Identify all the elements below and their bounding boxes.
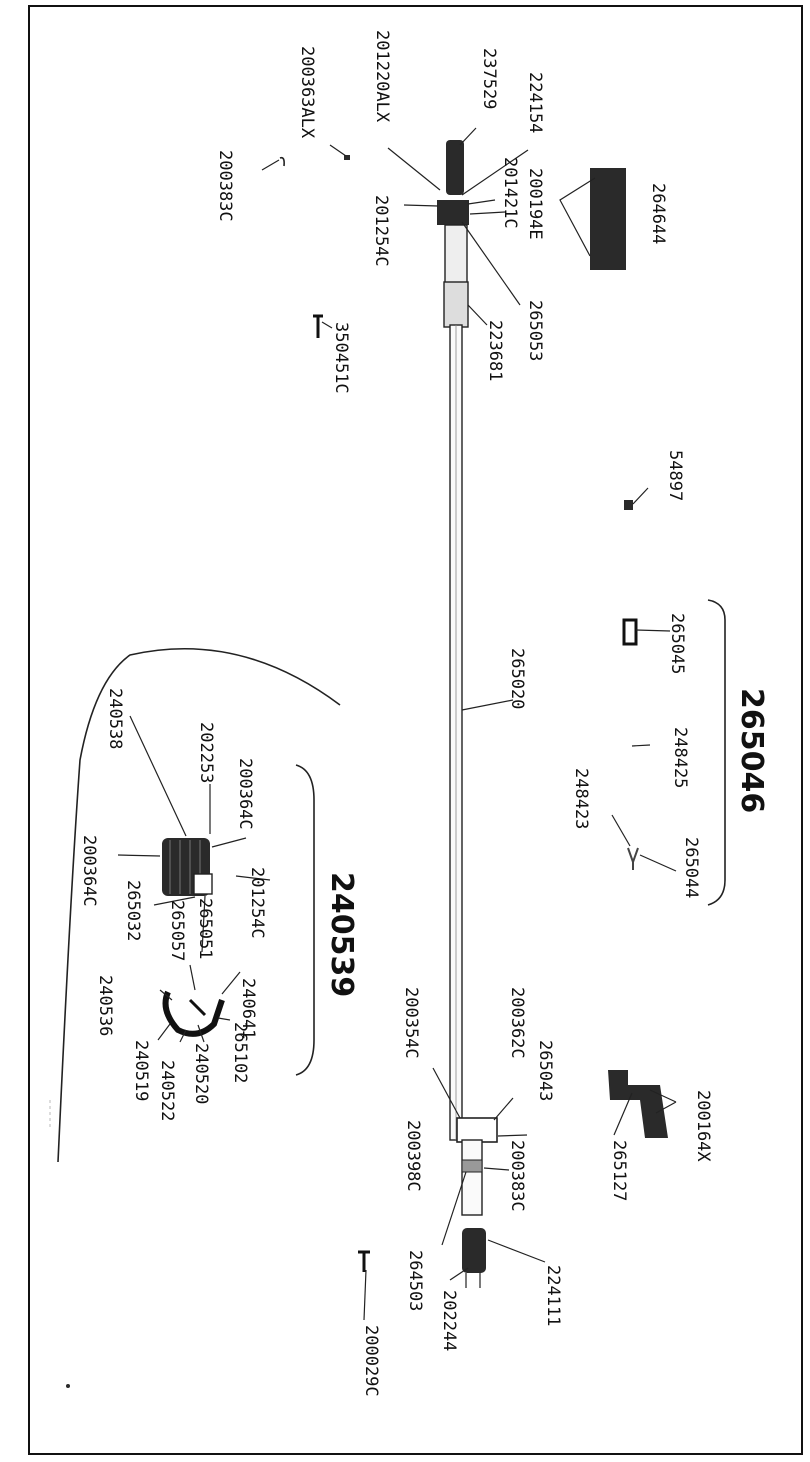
bracket-240539: [295, 764, 315, 1076]
label-264503: 264503: [405, 1250, 425, 1311]
label-200029C: 200029C: [361, 1325, 381, 1397]
label-224154: 224154: [525, 72, 545, 133]
label-201254C-b: 201254C: [247, 867, 267, 939]
label-240522: 240522: [157, 1060, 177, 1121]
speck: [66, 1384, 70, 1388]
label-223681: 223681: [485, 320, 505, 381]
label-202244: 202244: [439, 1290, 459, 1351]
label-265051: 265051: [195, 898, 215, 959]
bracket-264644: [559, 177, 596, 257]
label-248423: 248423: [571, 768, 591, 829]
label-265043: 265043: [535, 1040, 555, 1101]
label-264644: 264644: [648, 183, 668, 244]
assembly-240539-label: 240539: [324, 872, 359, 997]
label-200364C-b: 200364C: [79, 835, 99, 907]
label-265032: 265032: [123, 880, 143, 941]
leader-lines: [117, 127, 677, 1321]
bracket-200164X: [649, 1089, 677, 1114]
part-200029C: [358, 1250, 370, 1272]
label-200362C: 200362C: [507, 987, 527, 1059]
part-265044: [627, 847, 639, 870]
label-200363ALX: 200363ALX: [297, 46, 317, 139]
part-200363ALX: [344, 155, 350, 160]
main-rod: [437, 140, 498, 1288]
label-265127: 265127: [609, 1140, 629, 1201]
label-265053: 265053: [525, 300, 545, 361]
label-248425: 248425: [670, 727, 690, 788]
label-240538: 240538: [105, 688, 125, 749]
label-54897: 54897: [665, 450, 685, 501]
label-200398C: 200398C: [403, 1120, 423, 1192]
group-boundary-curve: [57, 647, 341, 1163]
label-202253: 202253: [196, 722, 216, 783]
label-201254C: 201254C: [371, 195, 391, 267]
part-265045: [622, 618, 638, 646]
diagram-frame: [28, 5, 803, 1455]
label-200354C: 200354C: [401, 987, 421, 1059]
part-labels: 200383C 200363ALX 201220ALX 201254C 3504…: [79, 30, 713, 1397]
part-200164X: [608, 1070, 668, 1138]
bracket-265046: [707, 599, 726, 906]
label-240536: 240536: [95, 975, 115, 1036]
label-265045: 265045: [667, 613, 687, 674]
label-200383C-b: 200383C: [507, 1140, 527, 1212]
part-54897: [624, 500, 633, 510]
label-224111: 224111: [543, 1265, 563, 1326]
label-200364C: 200364C: [235, 758, 255, 830]
label-240520: 240520: [191, 1043, 211, 1104]
label-200194E: 200194E: [525, 168, 545, 240]
label-201421C: 201421C: [500, 157, 520, 229]
label-240519: 240519: [131, 1040, 151, 1101]
label-240641: 240641: [238, 978, 258, 1039]
assembly-240539-parts: [162, 838, 225, 1037]
label-265102: 265102: [230, 1022, 250, 1083]
label-200164X: 200164X: [693, 1090, 713, 1162]
assembly-265046-label: 265046: [734, 688, 769, 813]
label-237529: 237529: [479, 48, 499, 109]
label-265057: 265057: [167, 900, 187, 961]
part-264644: [590, 168, 626, 270]
label-265020: 265020: [507, 648, 527, 709]
part-200383C-top: [279, 156, 285, 167]
label-201220ALX: 201220ALX: [372, 30, 392, 123]
label-265044: 265044: [681, 837, 701, 898]
part-350451C: [313, 314, 323, 338]
label-350451C: 350451C: [331, 322, 351, 394]
label-200383C: 200383C: [215, 150, 235, 222]
